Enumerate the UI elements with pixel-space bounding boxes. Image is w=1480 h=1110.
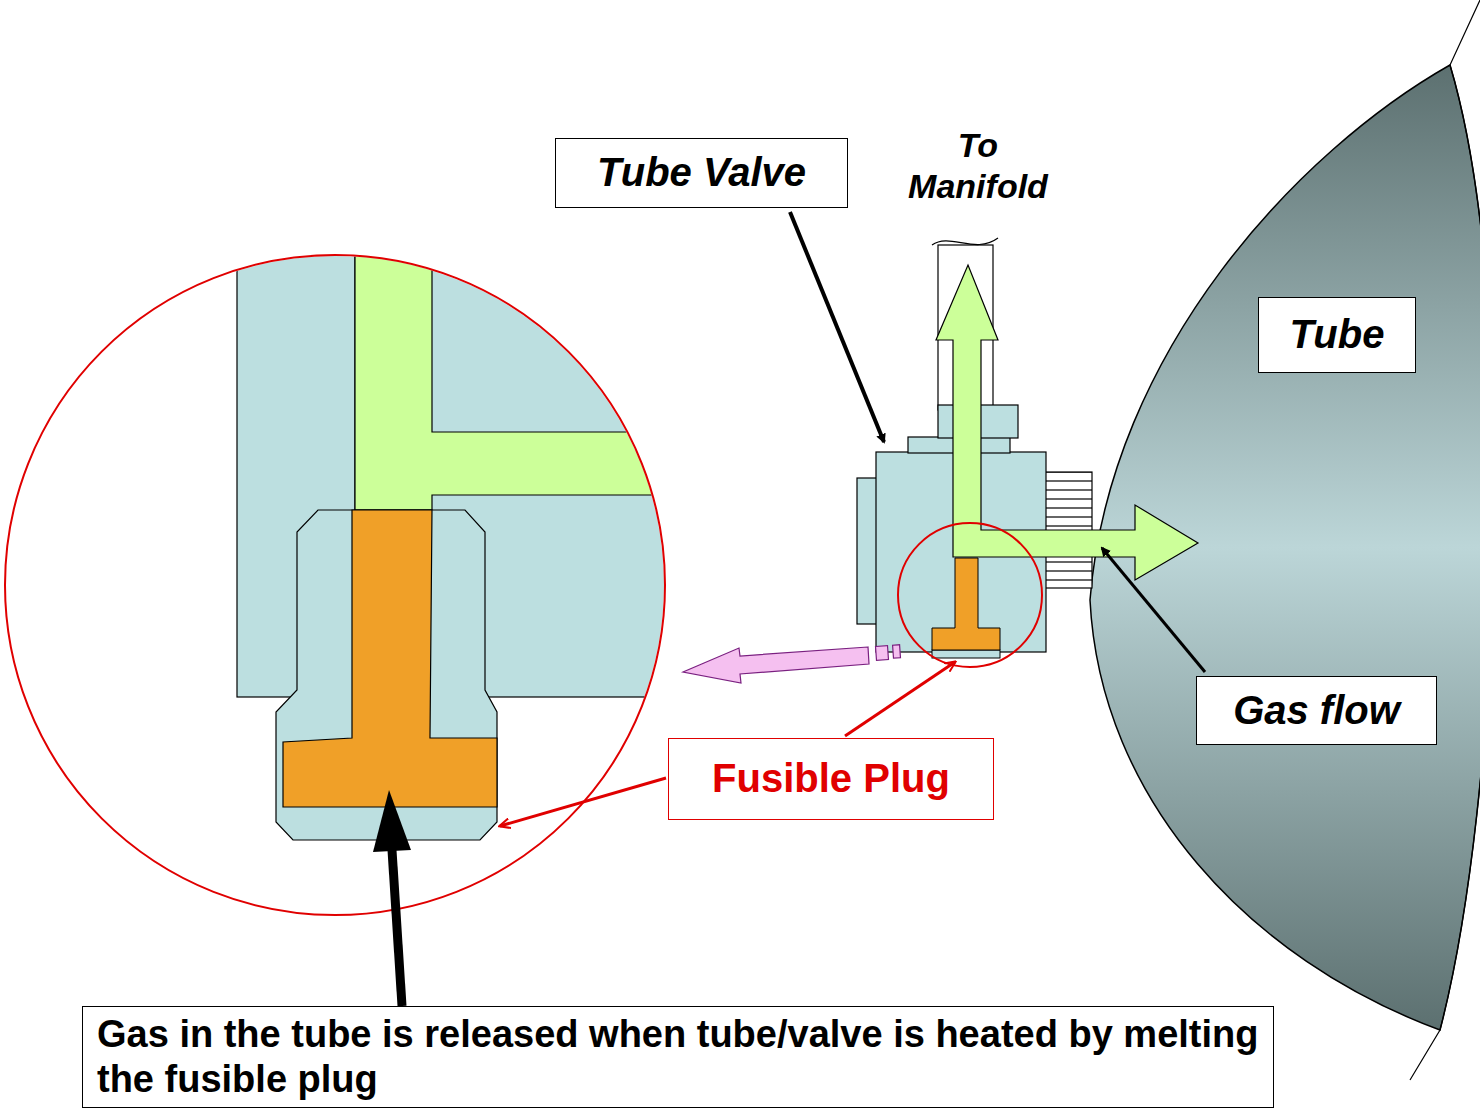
zoom-view: [237, 250, 670, 840]
valve-body: [857, 405, 1046, 652]
box-text: Gas flow: [1233, 687, 1400, 734]
fusible-plug: [932, 558, 1000, 658]
label-box: Fusible Plug: [668, 738, 994, 820]
zoom-circle: [898, 523, 1042, 667]
label-box: Tube Valve: [555, 138, 848, 208]
label-box: Gas flow: [1196, 676, 1437, 745]
zoom-pointer: [683, 645, 900, 683]
label-box: Gas in the tube is released when tube/va…: [82, 1006, 1274, 1108]
box-text: Gas in the tube is released when tube/va…: [97, 1012, 1259, 1102]
gas-flow-arrow: [936, 265, 1198, 580]
zoom-circle: [5, 255, 665, 915]
box-text: Tube Valve: [597, 149, 806, 196]
box-text: Fusible Plug: [712, 755, 950, 802]
direction-label: To Manifold: [903, 125, 1053, 207]
label-box: Tube: [1258, 297, 1416, 373]
box-text: Tube: [1290, 311, 1385, 358]
leader-line: [373, 212, 1205, 1006]
